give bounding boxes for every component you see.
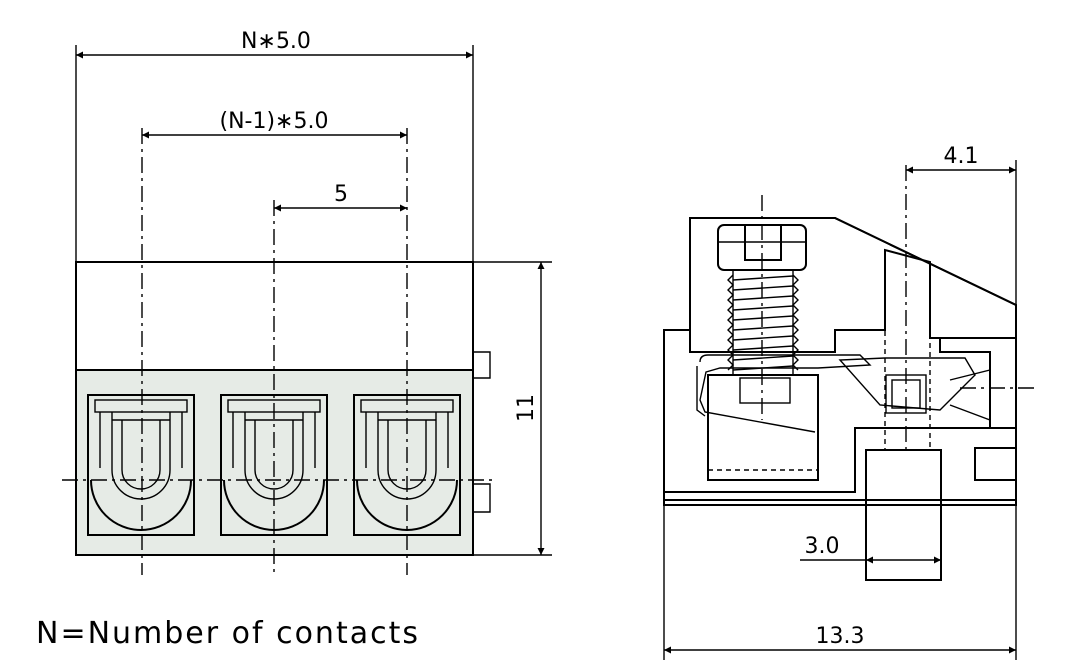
dim-span-label: (N-1)∗5.0	[220, 109, 329, 134]
pcb-pin	[865, 449, 942, 581]
dim-total-label: N∗5.0	[241, 29, 311, 54]
side-bottom-hatched	[663, 427, 1017, 501]
front-view: N∗5.0 (N-1)∗5.0 5 11	[62, 29, 552, 575]
latch-tab-upper	[473, 351, 491, 379]
side-rear-hatched	[939, 337, 1017, 429]
contact-1	[87, 394, 195, 536]
rear-latch	[974, 447, 1017, 481]
side-top-hatched	[689, 217, 1017, 353]
dim-top-label: 4.1	[944, 144, 979, 169]
screw-thread	[727, 269, 799, 376]
dim-pitch-label: 5	[334, 182, 348, 207]
dim-height-label: 11	[514, 394, 539, 422]
dim-depth-label: 13.3	[816, 624, 865, 649]
latch-tab-lower	[473, 483, 491, 513]
side-outline	[663, 217, 1017, 506]
clamp-spring	[699, 354, 872, 433]
note-text: N=Number of contacts	[36, 616, 420, 651]
clamp-cage	[707, 374, 819, 481]
dim-pin-label: 3.0	[805, 534, 840, 559]
side-view: 4.1 3.0 13.3	[663, 144, 1036, 660]
